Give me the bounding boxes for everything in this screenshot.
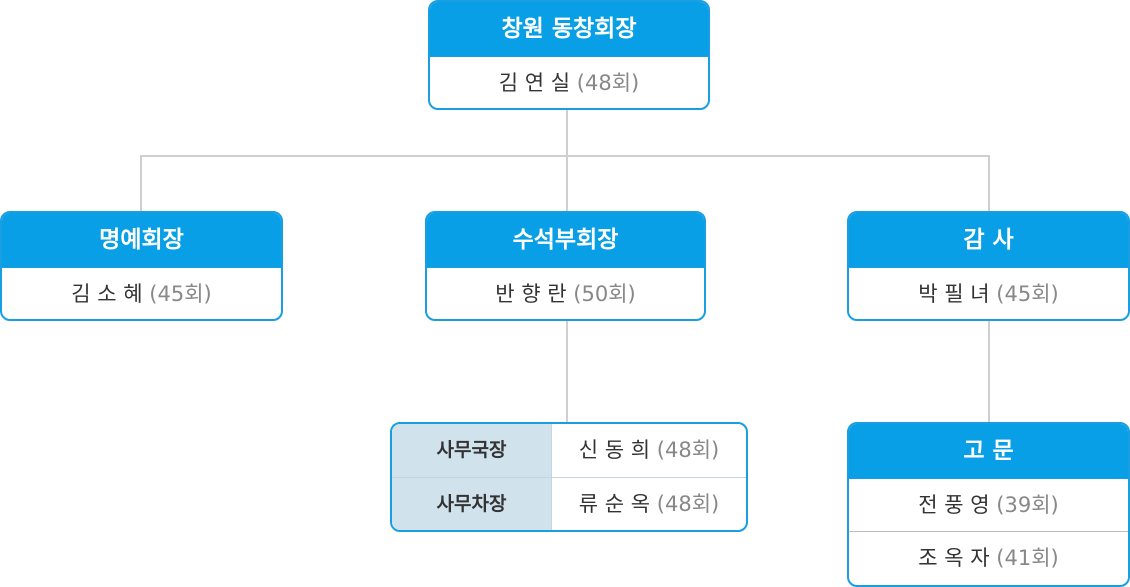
connector-chairman-down: [566, 109, 568, 157]
office-role: 사무차장: [392, 478, 552, 530]
office-count: (48회): [656, 492, 720, 516]
chairman-member: 김 연 실 (48회): [430, 57, 708, 108]
advisor-count: (41회): [996, 546, 1059, 570]
connector-horizontal: [140, 155, 990, 157]
office-count: (48회): [656, 438, 720, 462]
vice-count: (50회): [573, 282, 636, 306]
vice-title: 수석부회장: [427, 213, 704, 268]
auditor-count: (45회): [996, 282, 1059, 306]
office-row: 사무국장 신 동 희 (48회): [392, 424, 746, 477]
office-table: 사무국장 신 동 희 (48회) 사무차장 류 순 옥 (48회): [390, 422, 748, 532]
auditor-member: 박 필 녀 (45회): [849, 268, 1128, 319]
office-member: 류 순 옥 (48회): [552, 478, 746, 530]
auditor-title: 감 사: [849, 213, 1128, 268]
chairman-title: 창원 동창회장: [430, 2, 708, 57]
office-role: 사무국장: [392, 424, 552, 477]
advisor-count: (39회): [996, 493, 1059, 517]
advisor-name: 조 옥 자: [918, 546, 990, 570]
office-row: 사무차장 류 순 옥 (48회): [392, 477, 746, 530]
connector-to-auditor: [988, 155, 990, 212]
vice-name: 반 향 란: [495, 282, 567, 306]
connector-vice-to-office: [566, 320, 568, 423]
honorary-member: 김 소 혜 (45회): [2, 268, 281, 319]
office-name: 류 순 옥: [578, 492, 651, 516]
honorary-count: (45회): [149, 282, 212, 306]
chairman-count: (48회): [576, 71, 640, 95]
advisor-box: 고 문 전 풍 영 (39회) 조 옥 자 (41회): [847, 422, 1130, 587]
auditor-box: 감 사 박 필 녀 (45회): [847, 211, 1130, 321]
honorary-box: 명예회장 김 소 혜 (45회): [0, 211, 283, 321]
office-member: 신 동 희 (48회): [552, 424, 746, 477]
vice-box: 수석부회장 반 향 란 (50회): [425, 211, 706, 321]
advisor-title: 고 문: [849, 424, 1128, 479]
advisor-name: 전 풍 영: [918, 493, 990, 517]
connector-to-vice: [566, 155, 568, 212]
honorary-title: 명예회장: [2, 213, 281, 268]
office-name: 신 동 희: [578, 438, 651, 462]
connector-to-honorary: [140, 155, 142, 212]
chairman-name: 김 연 실: [498, 71, 571, 95]
advisor-member: 전 풍 영 (39회): [849, 479, 1128, 531]
chairman-box: 창원 동창회장 김 연 실 (48회): [428, 0, 710, 110]
advisor-member: 조 옥 자 (41회): [849, 531, 1128, 584]
connector-auditor-to-advisor: [988, 320, 990, 423]
honorary-name: 김 소 혜: [71, 282, 143, 306]
vice-member: 반 향 란 (50회): [427, 268, 704, 319]
auditor-name: 박 필 녀: [918, 282, 990, 306]
